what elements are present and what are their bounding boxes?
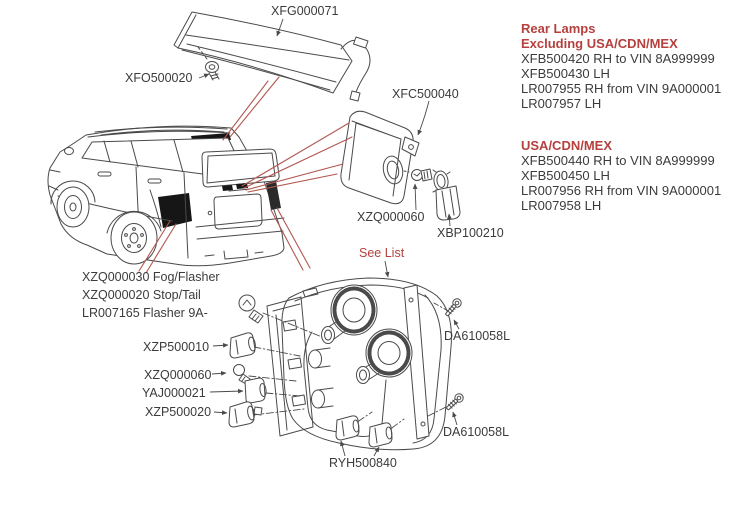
part-label-xfc500040: XFC500040 [392, 87, 459, 101]
part-label-xbp100210: XBP100210 [437, 226, 504, 240]
info-title: Rear Lamps [521, 21, 596, 36]
bulb-holder-ryh500840-right [368, 422, 393, 448]
part-line: XFB500440 RH to VIN 8A999999 [521, 153, 715, 168]
part-label-xzq000060-fog: XZQ000060 [357, 210, 425, 224]
fog-lamp-part [340, 110, 461, 221]
section-heading-excluding-usa: Excluding USA/CDN/MEX [521, 36, 678, 51]
high-mount-stop-lamp-part [173, 11, 371, 102]
part-label-xfg000071: XFG000071 [271, 4, 339, 18]
fog-bulb-xzq000060 [403, 168, 433, 182]
bulb-holder-xzp500010 [229, 332, 256, 359]
rear-lamp-assembly-part [228, 277, 464, 451]
part-label-xzp500010: XZP500010 [143, 340, 210, 354]
part-label-xfo500020: XFO500020 [125, 71, 193, 85]
part-line: XFB500430 LH [521, 66, 610, 81]
car-rear-lamp-right [266, 181, 281, 210]
info-panel: Rear Lamps Excluding USA/CDN/MEX XFB5004… [521, 21, 721, 213]
screw-xfo500020 [197, 46, 220, 81]
part-line: LR007958 LH [521, 198, 602, 213]
section-gap [521, 111, 721, 138]
part-label-xzq000060-assy: XZQ000060 [144, 368, 212, 382]
stop-tail-bulb [238, 294, 264, 324]
part-label-xzq000030: XZQ000030 Fog/Flasher [82, 270, 220, 284]
bulb-part-list: XZQ000030 Fog/Flasher XZQ000020 Stop/Tai… [82, 270, 220, 324]
see-list-link[interactable]: See List [359, 246, 405, 260]
car-illustration [47, 125, 285, 267]
part-line: LR007956 RH from VIN 9A000001 [521, 183, 722, 198]
screw-da610058l-upper [445, 298, 462, 317]
part-label-ryh500840: RYH500840 [329, 456, 397, 470]
part-label-da610058l-lower: DA610058L [443, 425, 510, 439]
red-callout-lines [138, 76, 353, 274]
part-label-da610058l-upper: DA610058L [444, 329, 511, 343]
bulb-holder-ryh500840-left [335, 415, 360, 441]
part-label-xzq000020: XZQ000020 Stop/Tail [82, 288, 201, 302]
part-label-xzp500020: XZP500020 [145, 405, 212, 419]
section-heading-usa: USA/CDN/MEX [521, 138, 613, 153]
part-line: XFB500450 LH [521, 168, 610, 183]
screw-da610058l-lower [446, 393, 464, 411]
black-leader-lines [198, 18, 460, 457]
part-label-lr007165: LR007165 Flasher 9A- [82, 306, 208, 320]
part-label-yaj000021: YAJ000021 [142, 386, 206, 400]
part-line: LR007955 RH from VIN 9A000001 [521, 81, 722, 96]
bulb-holder-xzp500020 [228, 401, 255, 428]
car-rear-lamp-left [158, 193, 192, 228]
part-line: LR007957 LH [521, 96, 602, 111]
part-line: XFB500420 RH to VIN 8A999999 [521, 51, 715, 66]
tailgate-lamp-location-left [222, 185, 233, 191]
bulb-holder-xbp100210 [432, 169, 461, 221]
